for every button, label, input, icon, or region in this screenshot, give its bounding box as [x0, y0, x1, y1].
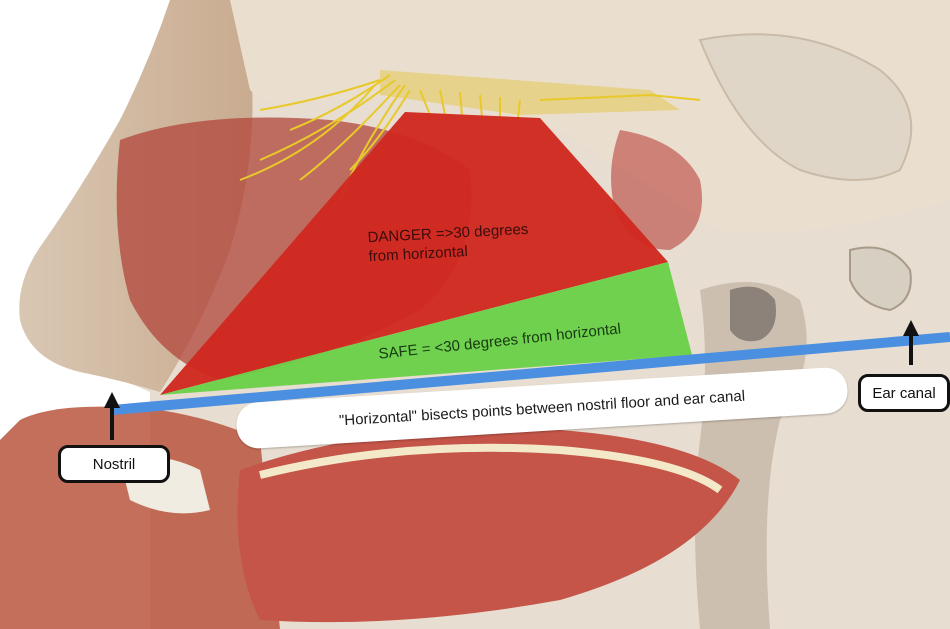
- ear-canal-label: Ear canal: [858, 374, 950, 412]
- nostril-label: Nostril: [58, 445, 170, 483]
